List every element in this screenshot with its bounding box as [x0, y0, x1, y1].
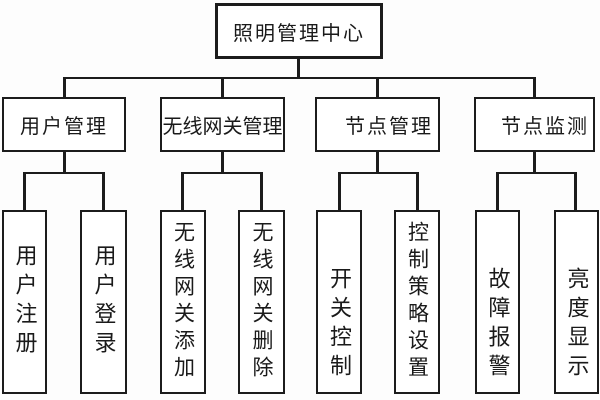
- connector-drop-gateway-management: [221, 77, 224, 98]
- connector-rail-gateway-management: [181, 171, 262, 174]
- connector-stub-node-monitoring: [533, 151, 536, 174]
- node-label: 节点监测: [501, 116, 589, 138]
- node-label: 亮度显示: [564, 267, 590, 383]
- connector-drop-control-strategy: [416, 172, 419, 211]
- connector-root-stub: [297, 58, 300, 79]
- connector-stub-user-management: [63, 151, 66, 174]
- node-user-login: 用户登录: [80, 210, 127, 394]
- connector-drop-gateway-delete: [260, 172, 263, 211]
- node-label: 用户注册: [12, 244, 38, 360]
- node-label: 无线网关管理: [162, 116, 283, 138]
- connector-level2-rail: [63, 76, 536, 79]
- node-label: 无线网关添加: [171, 221, 196, 383]
- node-label: 控制策略设置: [405, 221, 430, 383]
- node-gateway-add: 无线网关添加: [160, 210, 206, 394]
- connector-drop-user-login: [102, 172, 105, 211]
- connector-stub-node-management: [376, 151, 379, 174]
- node-brightness-display: 亮度显示: [554, 210, 599, 394]
- node-node-management: 节点管理: [315, 97, 440, 152]
- node-control-strategy-settings: 控制策略设置: [394, 210, 440, 394]
- node-label: 用户登录: [91, 244, 117, 360]
- node-lighting-management-center: 照明管理中心: [215, 3, 383, 59]
- connector-stub-gateway-management: [221, 151, 224, 174]
- connector-drop-node-management: [376, 77, 379, 98]
- connector-drop-user-management: [63, 77, 66, 98]
- node-user-management: 用户管理: [2, 97, 126, 152]
- node-user-register: 用户注册: [2, 210, 47, 394]
- node-switch-control: 开关控制: [316, 210, 362, 394]
- node-label: 节点管理: [345, 116, 433, 138]
- connector-rail-node-management: [338, 171, 418, 174]
- node-node-monitoring: 节点监测: [474, 97, 595, 152]
- node-gateway-delete: 无线网关删除: [238, 210, 285, 394]
- node-label: 用户管理: [20, 116, 108, 138]
- node-label: 开关控制: [327, 267, 352, 383]
- connector-drop-user-register: [23, 172, 26, 211]
- connector-drop-switch-control: [338, 172, 341, 211]
- node-label: 故障报警: [485, 267, 511, 383]
- node-wireless-gateway-management: 无线网关管理: [160, 97, 285, 152]
- connector-rail-node-monitoring: [496, 171, 576, 174]
- node-label: 无线网关删除: [250, 221, 274, 383]
- connector-rail-user-management: [23, 171, 104, 174]
- connector-drop-gateway-add: [181, 172, 184, 211]
- connector-drop-brightness-display: [574, 172, 577, 211]
- connector-drop-node-monitoring: [533, 77, 536, 98]
- node-label: 照明管理中心: [233, 22, 365, 45]
- node-fault-alarm: 故障报警: [475, 210, 520, 394]
- connector-drop-fault-alarm: [496, 172, 499, 211]
